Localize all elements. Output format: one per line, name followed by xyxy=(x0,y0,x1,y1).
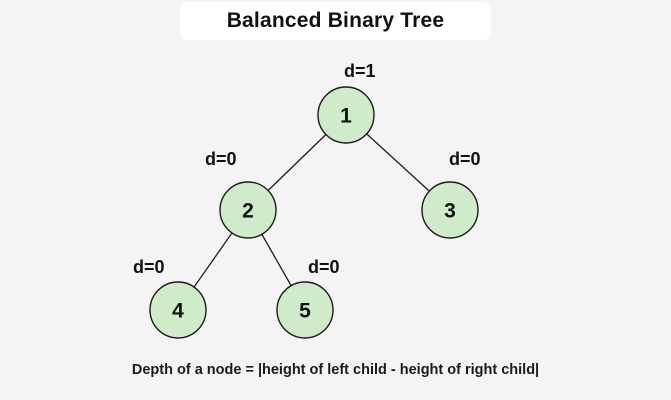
tree-edge-n2-n5 xyxy=(261,234,292,286)
tree-nodes: 1 2 3 4 5 xyxy=(149,86,479,339)
node-circle-3 xyxy=(421,181,479,239)
tree-edges xyxy=(193,133,430,288)
node-circle-2 xyxy=(219,181,277,239)
tree-node-3[interactable]: 3 xyxy=(421,181,479,239)
tree-node-1[interactable]: 1 xyxy=(317,86,375,144)
node-value-3: 3 xyxy=(444,200,456,223)
caption-text: Depth of a node = |height of left child … xyxy=(131,362,540,378)
node-value-2: 2 xyxy=(242,200,254,223)
depth-label-node-1: d=1 xyxy=(344,61,376,81)
tree-edge-n2-n4 xyxy=(193,232,233,288)
node-circle-1 xyxy=(317,86,375,144)
tree-edge-n1-n2 xyxy=(267,134,327,191)
tree-edge-n1-n3 xyxy=(366,133,430,192)
depth-label-node-3: d=0 xyxy=(449,149,481,169)
node-value-1: 1 xyxy=(340,105,352,128)
depth-label-node-2: d=0 xyxy=(205,149,237,169)
depth-label-node-4: d=0 xyxy=(133,257,165,277)
depth-label-node-5: d=0 xyxy=(308,257,340,277)
tree-node-5[interactable]: 5 xyxy=(276,281,334,339)
node-circle-5 xyxy=(276,281,334,339)
tree-node-2[interactable]: 2 xyxy=(219,181,277,239)
title-plate: Balanced Binary Tree xyxy=(180,2,491,40)
node-circle-4 xyxy=(149,281,207,339)
page-title: Balanced Binary Tree xyxy=(226,9,445,32)
tree-node-4[interactable]: 4 xyxy=(149,281,207,339)
node-value-4: 4 xyxy=(172,300,184,323)
node-value-5: 5 xyxy=(299,300,311,323)
